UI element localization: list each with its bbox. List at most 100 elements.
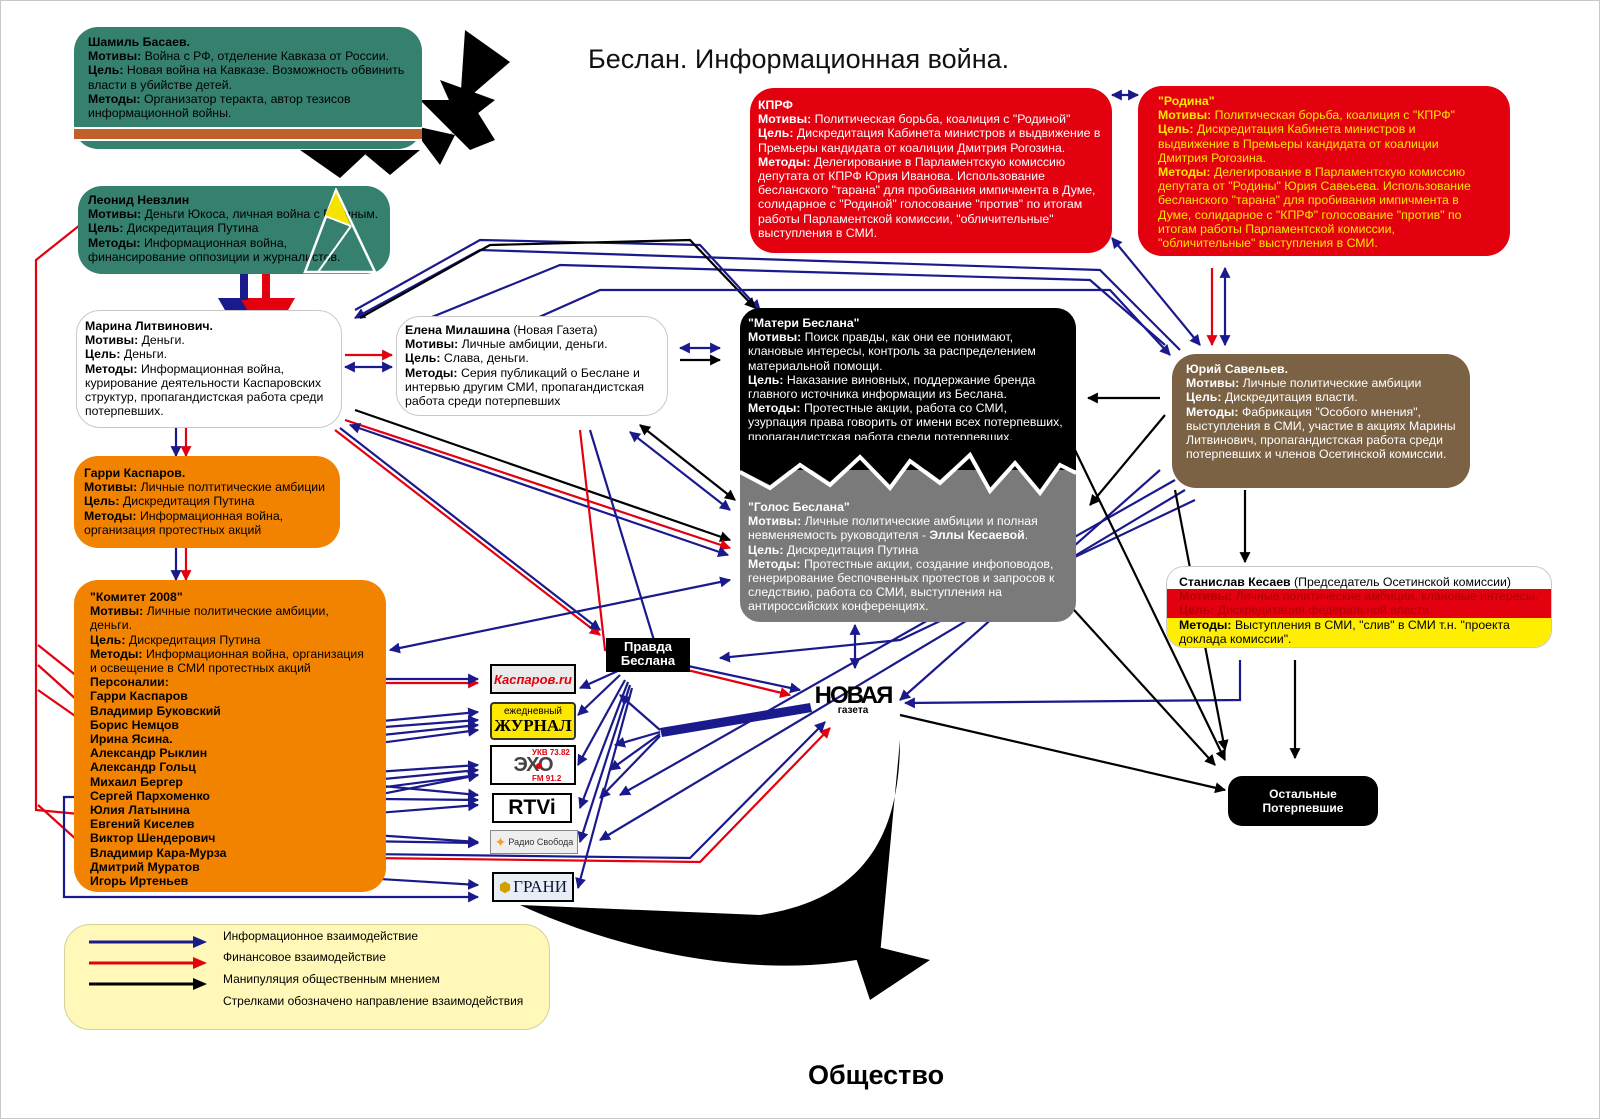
label-motives: Мотивы: xyxy=(88,207,142,222)
node-methods: Протестные акции, создание инфоповодов, … xyxy=(748,556,1055,614)
node-goal: Дискредитация Путина xyxy=(122,494,255,509)
node-methods: Информационная война, организация протес… xyxy=(84,508,284,537)
node-name: Леонид Невзлин xyxy=(88,193,190,207)
label-methods: Методы: xyxy=(1158,165,1211,180)
node-motives: Деньги Юкоса, личная война с Путиным. xyxy=(144,207,379,222)
label-motives: Мотивы: xyxy=(84,480,138,495)
node-ostalnye-poterpevshie: Остальные Потерпевшие xyxy=(1228,776,1378,826)
legend-label-info: Информационное взаимодействие xyxy=(223,929,418,943)
label-methods: Методы: xyxy=(758,154,811,169)
label-goal: Цель: xyxy=(748,542,784,557)
label-methods: Методы: xyxy=(88,91,141,106)
label-motives: Мотивы: xyxy=(748,514,802,529)
edge-savelyev-media-1 xyxy=(619,479,1176,796)
torn-edge-divider xyxy=(740,440,1076,497)
edge-litvinovich-golos-manip xyxy=(354,408,732,542)
node-name: Шамиль Басаев. xyxy=(88,35,190,49)
echo-logo: УКВ 73.82 ЭХО FM 91.2 xyxy=(490,745,576,785)
edge-novaya-ostalnye xyxy=(899,713,1227,794)
node-methods: Информационная война, организация и осве… xyxy=(90,646,364,676)
node-name: Марина Литвинович. xyxy=(85,319,213,333)
label-motives: Мотивы: xyxy=(758,112,812,127)
node-pravda-beslana: Правда Беслана xyxy=(606,638,690,672)
kesaev-yellow-band: Методы: Выступления в СМИ, "слив" в СМИ … xyxy=(1167,617,1551,647)
media-name-bottom: газета xyxy=(837,705,869,716)
media-name-bottom: ЖУРНАЛ xyxy=(494,716,572,735)
committee-member: Владимир Кара-Мурза xyxy=(90,845,227,860)
node-name: Станислав Кесаев xyxy=(1179,575,1291,589)
media-name: ЭХО xyxy=(513,753,553,776)
node-methods: Организатор теракта, автор тезисов инфор… xyxy=(88,91,351,121)
node-motives: Деньги. xyxy=(141,333,185,348)
label-goal: Цель: xyxy=(1179,603,1215,618)
node-milashina: Елена Милашина (Новая Газета) Мотивы: Ли… xyxy=(396,316,668,416)
committee-member: Евгений Киселев xyxy=(90,817,195,832)
edge-milashina-golos-manip xyxy=(639,424,736,501)
label-goal: Цель: xyxy=(1186,390,1222,405)
node-savelyev: Юрий Савельев. Мотивы: Личные политическ… xyxy=(1172,354,1470,488)
node-motives: Поиск правды, как они ее понимают, клано… xyxy=(748,330,1036,373)
ej-logo: ежедневный ЖУРНАЛ xyxy=(490,702,576,740)
legend-note: Стрелками обозначено направление взаимод… xyxy=(223,994,524,1008)
edge-novaya-pravda-fan xyxy=(619,694,661,731)
edge-pravda-ej xyxy=(577,674,621,716)
edge-manip-materi xyxy=(359,238,756,319)
committee-member: Игорь Иртеньев xyxy=(90,874,189,889)
node-goal: Дискредитация Путина xyxy=(786,542,919,557)
edge-savelyev-milashina xyxy=(398,263,1166,346)
novaya-gazeta-logo: НОВАЯ газета xyxy=(808,684,898,724)
node-name: Гарри Каспаров. xyxy=(84,466,186,480)
media-name: Радио Свобода xyxy=(508,837,574,847)
label-goal: Цель: xyxy=(88,63,124,78)
label-methods: Методы: xyxy=(405,365,458,380)
svoboda-bird-icon: ✦ xyxy=(494,833,507,850)
node-affiliation: (Председатель Осетинской комиссии) xyxy=(1294,575,1511,589)
edge-savelyev-media-2 xyxy=(599,489,1186,841)
label-motives: Мотивы: xyxy=(88,49,142,64)
node-methods: Выступления в СМИ, "слив" в СМИ т.н. "пр… xyxy=(1179,617,1510,646)
node-golos-beslana: "Голос Беслана" Мотивы: Личные политичес… xyxy=(740,470,1076,622)
label-goal: Цель: xyxy=(1158,122,1194,137)
node-motives: Личные политические амбиции и полная нев… xyxy=(748,514,1038,543)
echo-freq-top: УКВ 73.82 xyxy=(532,748,570,757)
label-motives: Мотивы: xyxy=(1179,589,1233,604)
node-affiliation: (Новая Газета) xyxy=(513,323,598,337)
label-motives: Мотивы: xyxy=(1158,108,1212,123)
edge-milashina-golos xyxy=(629,431,731,511)
node-kasparov: Гарри Каспаров. Мотивы: Личные полтитиче… xyxy=(74,456,340,548)
committee-member: Виктор Шендерович xyxy=(90,831,216,846)
grani-emblem-icon: ⬢ xyxy=(498,878,512,895)
label-motives: Мотивы: xyxy=(1186,376,1240,391)
rtvi-logo: RTVi xyxy=(492,793,572,823)
edge-kprf-savelyev xyxy=(1111,237,1201,346)
edge-pravda-svoboda xyxy=(577,684,632,844)
edge-novaya-media-3 xyxy=(599,735,661,799)
node-nevzlin: Леонид Невзлин Мотивы: Деньги Юкоса, лич… xyxy=(78,186,390,274)
media-name-top: НОВАЯ xyxy=(814,682,894,709)
committee-member: Юлия Латынина xyxy=(90,803,190,818)
node-committee-2008: "Комитет 2008" Мотивы: Личные политическ… xyxy=(74,580,386,892)
node-methods: Информационная война, финансирование опп… xyxy=(88,235,341,264)
edge-savelyev-pravda xyxy=(718,499,1196,663)
label-motives: Мотивы: xyxy=(85,333,139,348)
label-goal: Цель: xyxy=(88,221,124,236)
label-methods: Методы: xyxy=(1179,617,1232,632)
committee-member: Владимир Буковский xyxy=(90,703,221,718)
society-funnel-arrow xyxy=(520,740,900,966)
node-goal: Деньги. xyxy=(123,347,168,362)
committee-member: Александр Гольц xyxy=(90,760,196,775)
echo-red-dot-icon xyxy=(536,763,542,769)
node-name: "Родина" xyxy=(1158,94,1215,108)
node-rodina: "Родина" Мотивы: Политическая борьба, ко… xyxy=(1138,86,1510,256)
label-methods: Методы: xyxy=(84,508,137,523)
label-motives: Мотивы: xyxy=(90,604,144,619)
node-litvinovich: Марина Литвинович. Мотивы: Деньги. Цель:… xyxy=(76,310,342,428)
edge-litvinovich-golos-fin xyxy=(344,418,732,551)
label-goal: Цель: xyxy=(748,372,784,387)
node-goal: Дискредитация Путина xyxy=(126,221,259,236)
label-methods: Методы: xyxy=(748,556,801,571)
committee-member: Гарри Каспаров xyxy=(90,689,188,704)
page-title: Беслан. Информационная война. xyxy=(588,44,1010,74)
node-motives: Личные амбиции, деньги. xyxy=(461,337,608,352)
